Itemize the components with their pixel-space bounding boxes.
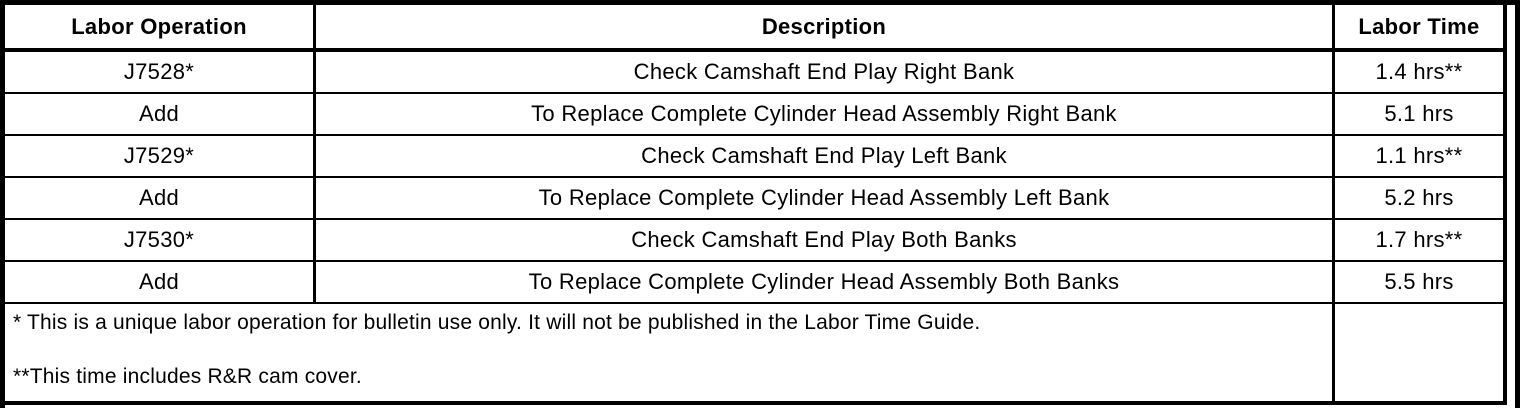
cell-labor-time: 1.7 hrs** xyxy=(1335,220,1503,262)
cell-description: Check Camshaft End Play Left Bank xyxy=(316,136,1335,178)
cell-labor-time: 5.1 hrs xyxy=(1335,94,1503,136)
cell-description: To Replace Complete Cylinder Head Assemb… xyxy=(316,178,1335,220)
cell-labor-time: 5.5 hrs xyxy=(1335,262,1503,304)
cell-labor-time: 5.2 hrs xyxy=(1335,178,1503,220)
column-header-description: Description xyxy=(316,5,1335,52)
footnotes-cell: * This is a unique labor operation for b… xyxy=(5,304,1335,401)
footnote-empty-labor-time-cell xyxy=(1335,304,1503,401)
cell-operation: Add xyxy=(5,178,316,220)
cell-operation: J7530* xyxy=(5,220,316,262)
cell-description: To Replace Complete Cylinder Head Assemb… xyxy=(316,94,1335,136)
column-header-labor-operation: Labor Operation xyxy=(5,5,316,52)
cell-operation: J7528* xyxy=(5,52,316,94)
footnote-unique-operation: * This is a unique labor operation for b… xyxy=(13,311,981,334)
cell-operation: Add xyxy=(5,94,316,136)
cell-operation: J7529* xyxy=(5,136,316,178)
footnote-rr-cam-cover: **This time includes R&R cam cover. xyxy=(13,365,362,388)
cell-description: To Replace Complete Cylinder Head Assemb… xyxy=(316,262,1335,304)
column-header-labor-time: Labor Time xyxy=(1335,5,1503,52)
cell-labor-time: 1.1 hrs** xyxy=(1335,136,1503,178)
cell-description: Check Camshaft End Play Right Bank xyxy=(316,52,1335,94)
cell-operation: Add xyxy=(5,262,316,304)
cell-description: Check Camshaft End Play Both Banks xyxy=(316,220,1335,262)
cell-labor-time: 1.4 hrs** xyxy=(1335,52,1503,94)
labor-operations-table: Labor Operation Description Labor Time J… xyxy=(5,5,1507,405)
